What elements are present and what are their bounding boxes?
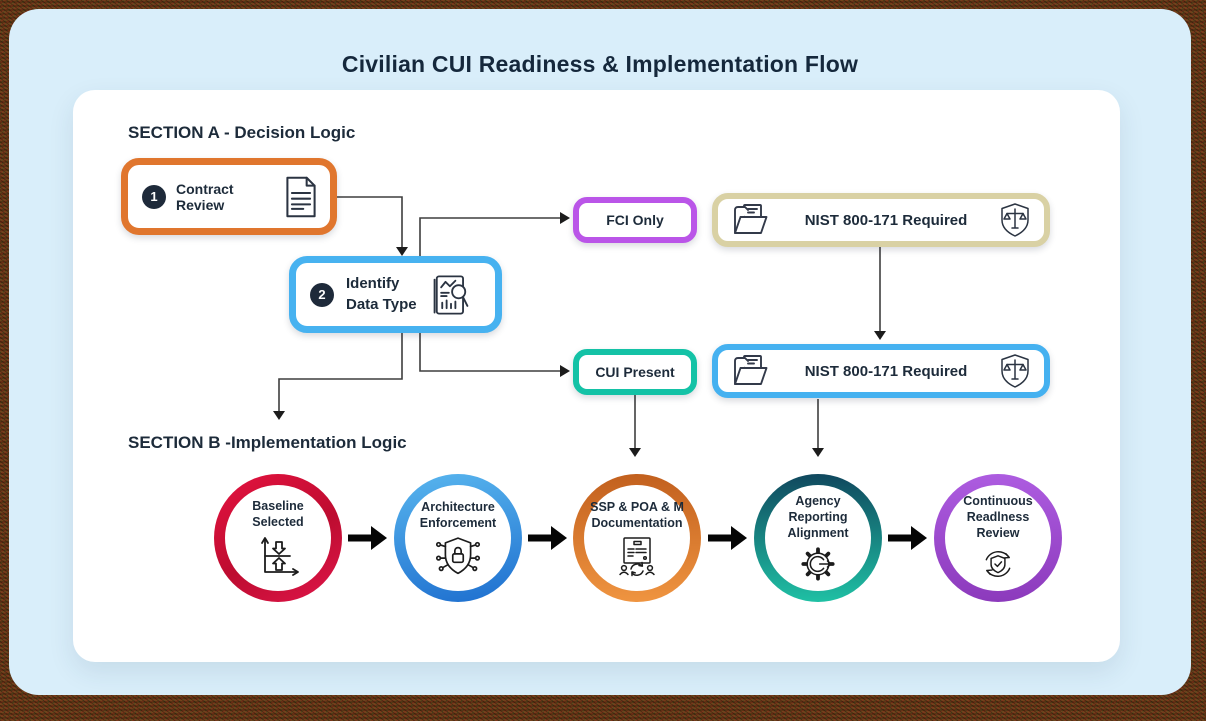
compliance-scales-shield-icon — [1000, 202, 1030, 238]
step-1-badge: 1 — [142, 184, 166, 209]
step-baseline-selected: Baseline Selected — [214, 474, 342, 602]
folder-icon — [732, 202, 772, 238]
baseline-axis-icon — [255, 534, 301, 578]
cui-present-node: CUI Present — [573, 349, 697, 395]
fci-only-label: FCI Only — [606, 212, 664, 228]
nist-required-fci-label: NIST 800-171 Required — [804, 211, 968, 229]
step-architecture-enforcement: Architecture Enforcement — [394, 474, 522, 602]
certificate-document-icon — [614, 535, 660, 577]
compliance-scales-shield-icon — [1000, 353, 1030, 389]
contract-review-node: 1 Contract Review — [121, 158, 337, 235]
gear-sync-icon — [798, 545, 838, 583]
section-b-heading: SECTION B -Implementation Logic — [128, 433, 407, 452]
document-icon — [284, 176, 318, 218]
data-analysis-report-icon — [429, 272, 473, 318]
nist-required-cui-label: NIST 800-171 Required — [804, 362, 968, 380]
step-agency-reporting-alignment: Agency Reporting Alignment — [754, 474, 882, 602]
cui-present-label: CUI Present — [595, 364, 675, 380]
step-continuous-readiness-review: Continuous Readlness Review — [934, 474, 1062, 602]
nist-required-fci-node: NIST 800-171 Required — [712, 193, 1050, 247]
folder-icon — [732, 353, 772, 389]
identify-data-type-node: 2 Identify Data Type — [289, 256, 502, 333]
section-a-heading: SECTION A - Decision Logic — [128, 123, 356, 142]
identify-data-type-label: Identify Data Type — [346, 275, 417, 313]
contract-review-label: Contract Review — [176, 180, 234, 213]
step-arrow-4 — [888, 526, 927, 550]
step-arrow-2 — [528, 526, 567, 550]
step-2-badge: 2 — [310, 282, 334, 307]
step-ssp-poam-documentation: SSP & POA & M Documentation — [573, 474, 701, 602]
fci-only-node: FCI Only — [573, 197, 697, 243]
page-title: Civilian CUI Readiness & Implementation … — [341, 51, 859, 77]
cycle-shield-check-icon — [978, 545, 1018, 583]
shield-lock-icon — [432, 535, 484, 577]
step-arrow-1 — [348, 526, 387, 550]
nist-required-cui-node: NIST 800-171 Required — [712, 344, 1050, 398]
step-arrow-3 — [708, 526, 747, 550]
